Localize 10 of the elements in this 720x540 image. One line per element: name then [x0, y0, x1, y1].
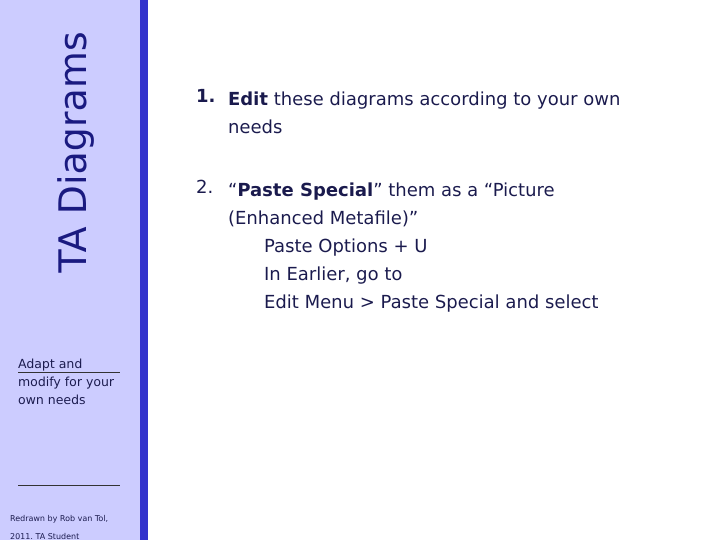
instruction-text: Edit Menu > Paste Special and select [264, 291, 598, 315]
instruction-text: In Earlier, go to [264, 263, 402, 287]
slide-title: TA Diagrams [51, 30, 95, 275]
credit-note: Redrawn by Rob van Tol, 2011. TA Student [10, 513, 110, 540]
list-item-text: Edit these diagrams according to your own needs [228, 88, 622, 140]
instruction-text: Paste Options + U [264, 235, 428, 259]
list-number: 1. [196, 86, 216, 107]
sidebar-note: Adapt and modify for your own needs [18, 355, 116, 409]
list-number: 2. [196, 177, 214, 198]
list-item-text: “Paste Special” them as a “Picture (Enhanced Metafile)” [228, 179, 556, 231]
